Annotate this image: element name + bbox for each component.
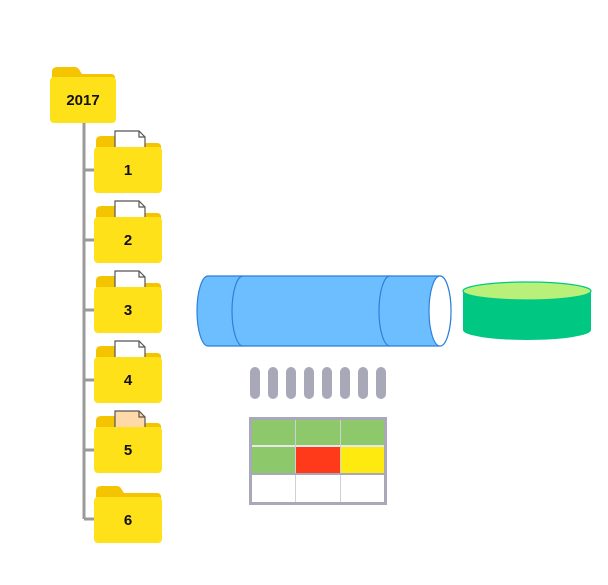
record-pill <box>250 367 260 399</box>
folder-item-6[interactable]: 6 <box>93 478 163 544</box>
folder-label: 3 <box>123 302 133 319</box>
folder-icon <box>94 200 162 263</box>
disk-cylinder-icon <box>462 281 592 340</box>
grid-cell <box>341 447 384 473</box>
record-pill <box>304 367 314 399</box>
folder-item-2[interactable]: 2 <box>93 198 163 264</box>
folder-label: 1 <box>123 162 133 179</box>
record-pill <box>358 367 368 399</box>
grid-cell <box>252 475 295 502</box>
grid-cell <box>296 420 340 445</box>
folder-icon <box>50 67 116 123</box>
grid-cell <box>341 475 384 502</box>
folder-item-4[interactable]: 4 <box>93 338 163 404</box>
folder-icon <box>94 270 162 333</box>
cylinder-pipe-icon <box>196 275 452 347</box>
folder-icon <box>94 486 162 543</box>
grid-cell <box>341 420 384 445</box>
grid-cell <box>252 420 295 445</box>
folder-icon <box>94 340 162 403</box>
grid-cell <box>252 447 295 473</box>
record-pill <box>376 367 386 399</box>
record-pill <box>340 367 350 399</box>
record-pill <box>268 367 278 399</box>
folder-label: 2 <box>123 232 133 249</box>
root-folder-label: 2017 <box>66 92 100 109</box>
grid-cell <box>296 475 340 502</box>
folder-item-5[interactable]: 5 <box>93 408 163 474</box>
record-pill <box>322 367 332 399</box>
folder-icon <box>94 130 162 193</box>
folder-label: 5 <box>123 442 133 459</box>
record-pill <box>286 367 296 399</box>
folder-item-1[interactable]: 1 <box>93 128 163 194</box>
table-grid-icon <box>249 417 387 505</box>
root-folder[interactable]: 2017 <box>49 64 117 124</box>
grid-cell <box>296 447 340 473</box>
record-batch-icon <box>250 367 390 401</box>
folder-label: 6 <box>123 512 133 529</box>
folder-icon <box>94 410 162 473</box>
folder-label: 4 <box>123 372 133 389</box>
folder-item-3[interactable]: 3 <box>93 268 163 334</box>
